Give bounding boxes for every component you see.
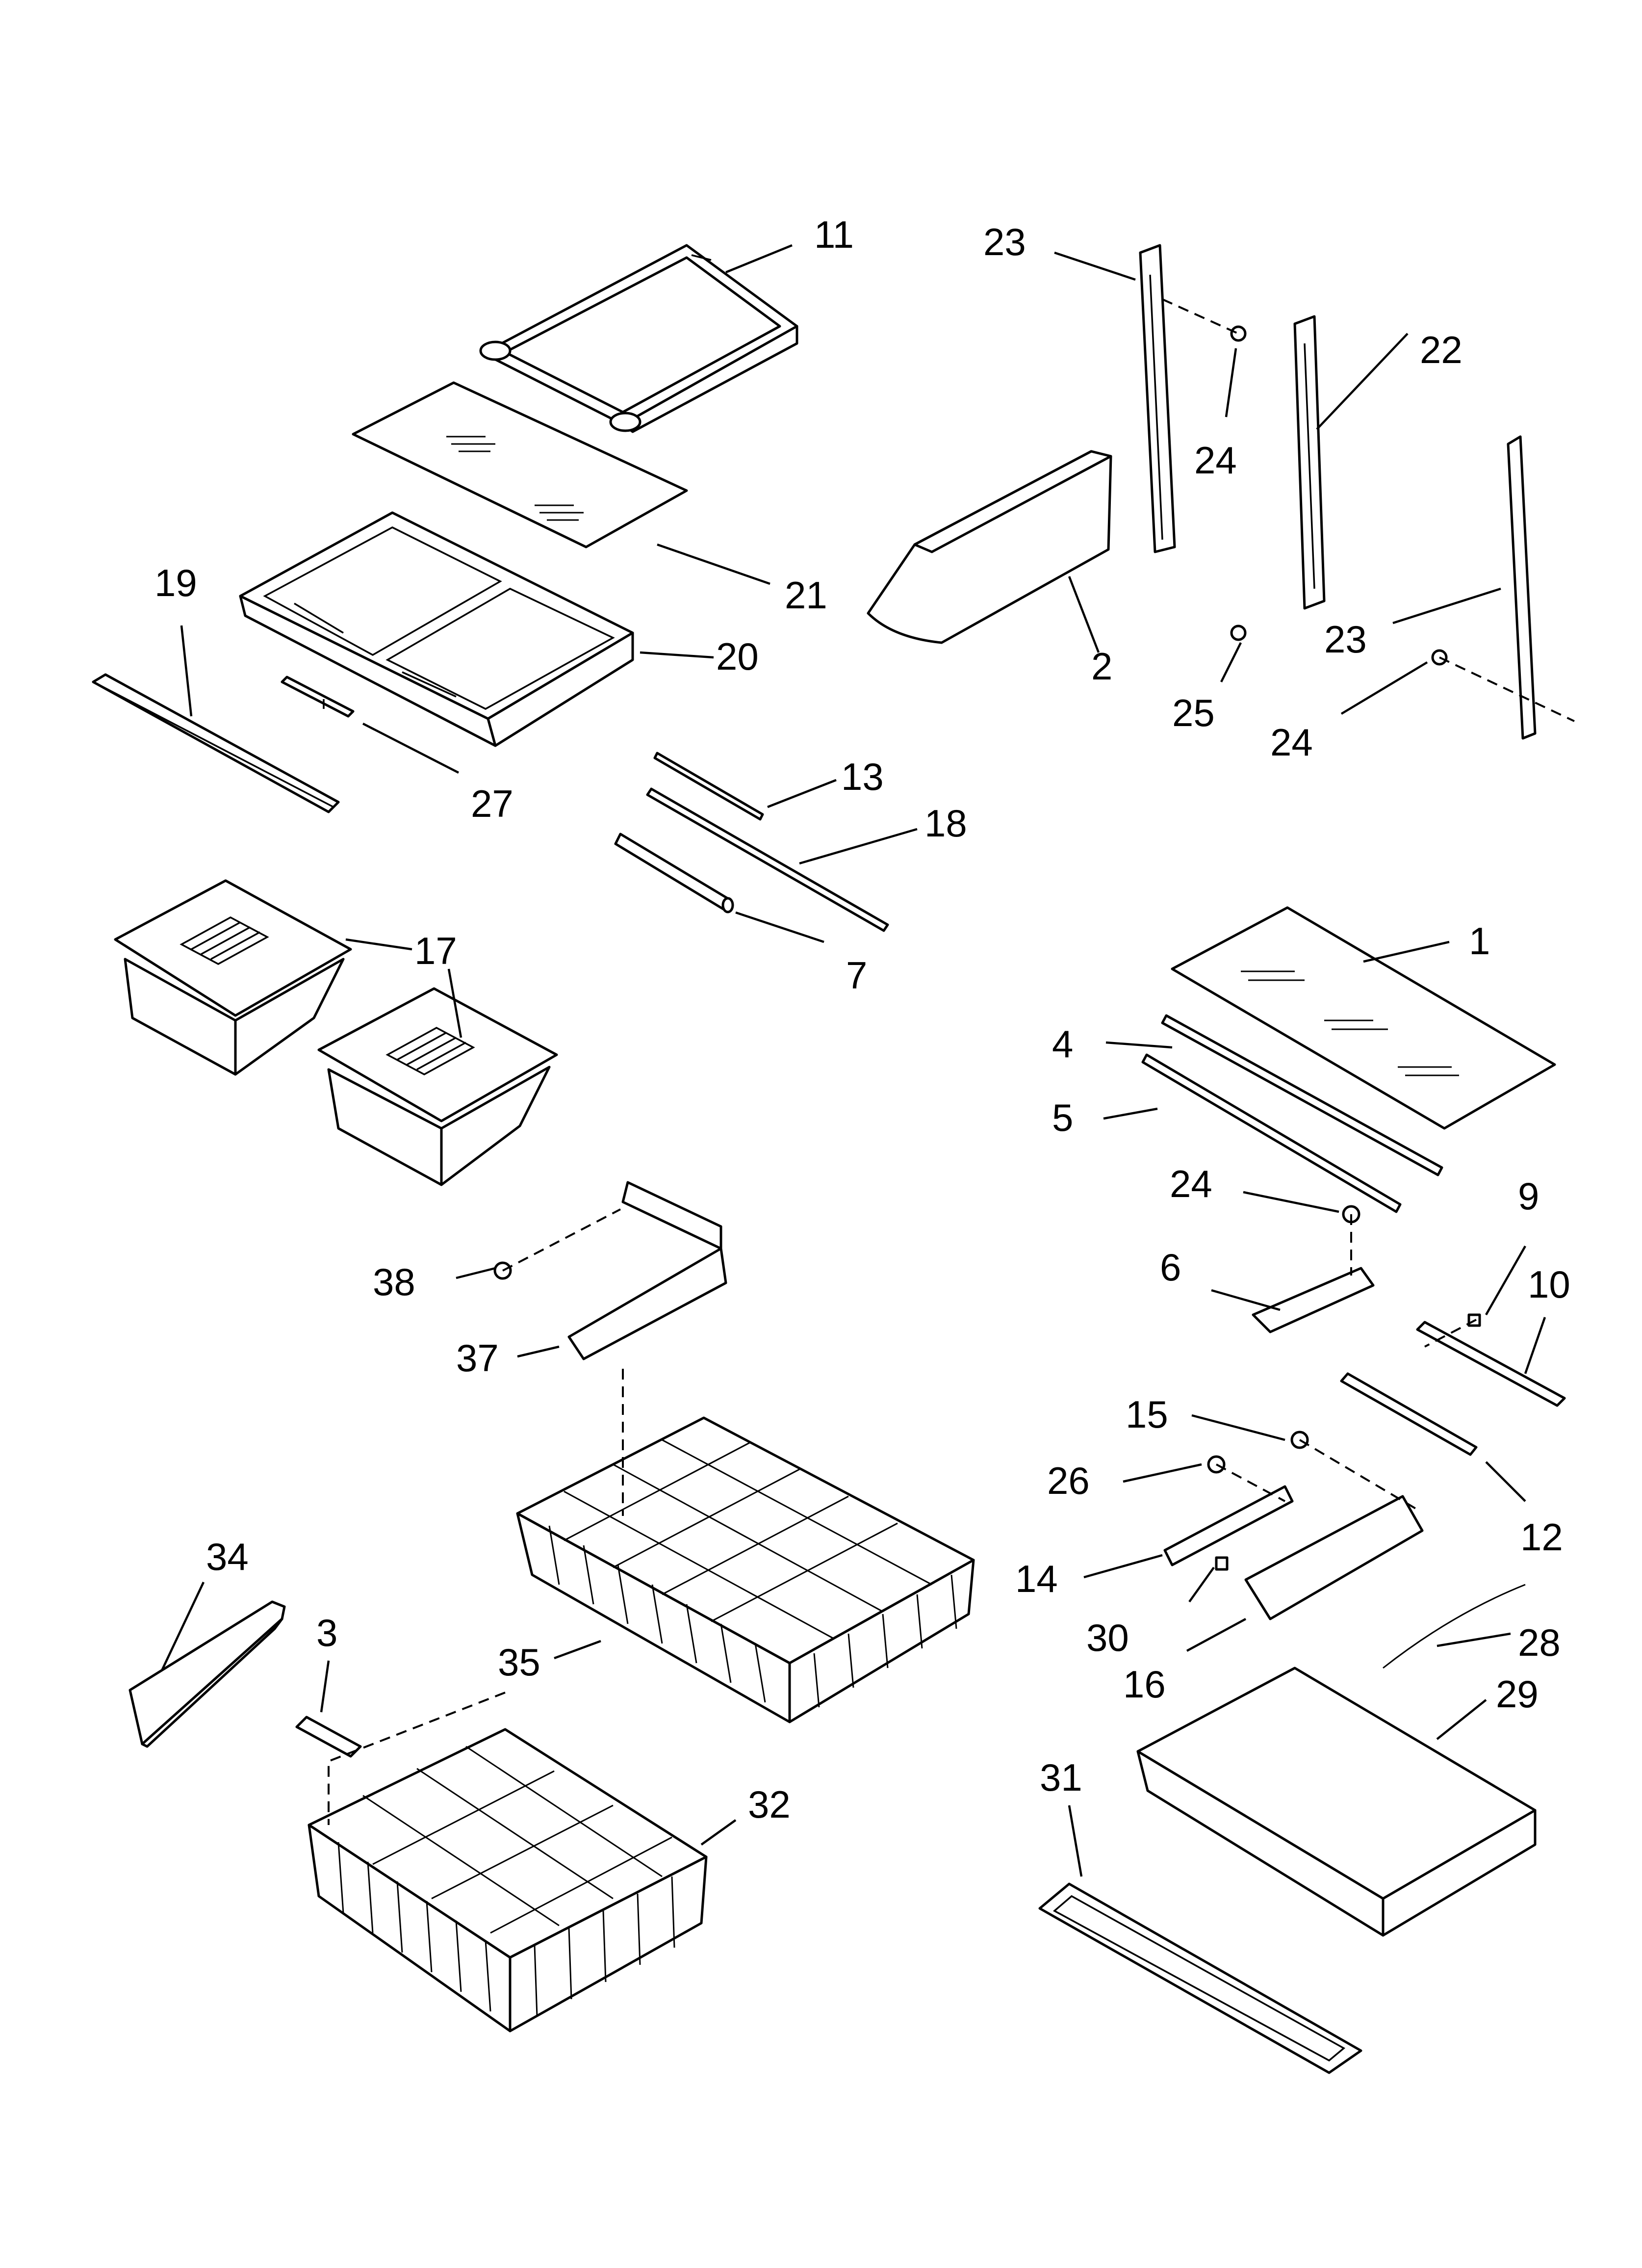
callout-29: 29 — [1496, 1672, 1539, 1716]
callout-24-middle: 24 — [1170, 1162, 1212, 1205]
callout-13: 13 — [841, 755, 884, 798]
callout-14: 14 — [1015, 1557, 1058, 1600]
part-20-crisper-cover-frame — [239, 511, 634, 747]
callout-20: 20 — [716, 635, 759, 678]
callout-9: 9 — [1518, 1174, 1539, 1218]
callout-11: 11 — [814, 213, 854, 256]
callout-16: 16 — [1123, 1663, 1166, 1706]
part-37-handle — [567, 1181, 727, 1360]
callout-21: 21 — [785, 574, 827, 617]
callout-6: 6 — [1160, 1246, 1181, 1289]
part-6-support — [1252, 1267, 1375, 1333]
callout-28: 28 — [1518, 1621, 1561, 1664]
part-10-slide — [1416, 1321, 1566, 1407]
part-3-rod — [295, 1716, 362, 1758]
part-13-strip — [653, 752, 764, 821]
part-16-bracket — [1244, 1495, 1424, 1620]
part-31-bezel — [1038, 1882, 1362, 2074]
callout-18: 18 — [924, 802, 967, 845]
callout-24-right: 24 — [1270, 721, 1313, 764]
callout-23-right: 23 — [1324, 618, 1367, 661]
callout-27: 27 — [471, 782, 513, 825]
callout-19: 19 — [154, 561, 197, 604]
callout-labels: 11 21 20 19 27 13 18 7 17 23 24 22 2 23 … — [154, 213, 1570, 1826]
callout-32: 32 — [748, 1783, 791, 1826]
part-29-tray — [1136, 1667, 1537, 1937]
callout-12: 12 — [1520, 1515, 1563, 1559]
callout-10: 10 — [1528, 1263, 1570, 1306]
callout-4: 4 — [1052, 1022, 1073, 1066]
callout-37: 37 — [456, 1336, 499, 1380]
callout-5: 5 — [1052, 1096, 1073, 1139]
part-18-strip — [646, 787, 889, 932]
callout-22: 22 — [1420, 328, 1462, 371]
callout-35: 35 — [498, 1641, 540, 1684]
part-32-basket-lower — [308, 1728, 708, 2033]
callout-25: 25 — [1172, 691, 1215, 734]
part-21-glass-shelf — [352, 381, 688, 548]
callout-1: 1 — [1469, 919, 1490, 963]
part-7-rod — [614, 833, 734, 913]
part-1-glass-shelf — [1171, 906, 1556, 1130]
part-35-basket-upper — [516, 1416, 975, 1723]
callout-23-top: 23 — [983, 220, 1026, 263]
callout-34: 34 — [206, 1535, 249, 1578]
callout-7: 7 — [846, 954, 867, 997]
callout-24-top: 24 — [1194, 439, 1237, 482]
leader-lines — [160, 244, 1546, 1877]
callout-31: 31 — [1040, 1756, 1082, 1799]
part-22-rail-middle — [1293, 315, 1326, 610]
callout-17: 17 — [414, 929, 457, 972]
callout-38: 38 — [373, 1260, 415, 1303]
callout-15: 15 — [1126, 1393, 1168, 1436]
part-34-divider — [128, 1600, 286, 1748]
part-23-rail-left — [1139, 244, 1176, 553]
part-2-trough — [867, 450, 1112, 644]
callout-3: 3 — [316, 1611, 337, 1654]
part-4-trim — [1161, 1014, 1443, 1176]
callout-30: 30 — [1086, 1616, 1129, 1659]
part-27-bracket — [281, 676, 355, 718]
part-17-drawer-upper — [114, 879, 352, 1076]
assembly-dashed-lines — [328, 298, 1575, 1825]
part-11-shelf-frame — [479, 244, 798, 433]
part-19-trim — [92, 673, 340, 813]
part-23-rail-right — [1507, 435, 1537, 740]
part-28-wire — [1383, 1584, 1526, 1669]
part-5-trim — [1141, 1053, 1402, 1213]
callout-2: 2 — [1091, 645, 1112, 688]
callout-26: 26 — [1047, 1459, 1090, 1502]
part-12-slide — [1340, 1372, 1478, 1456]
part-17-drawer-lower — [317, 987, 558, 1186]
part-14-hinge — [1163, 1485, 1294, 1566]
